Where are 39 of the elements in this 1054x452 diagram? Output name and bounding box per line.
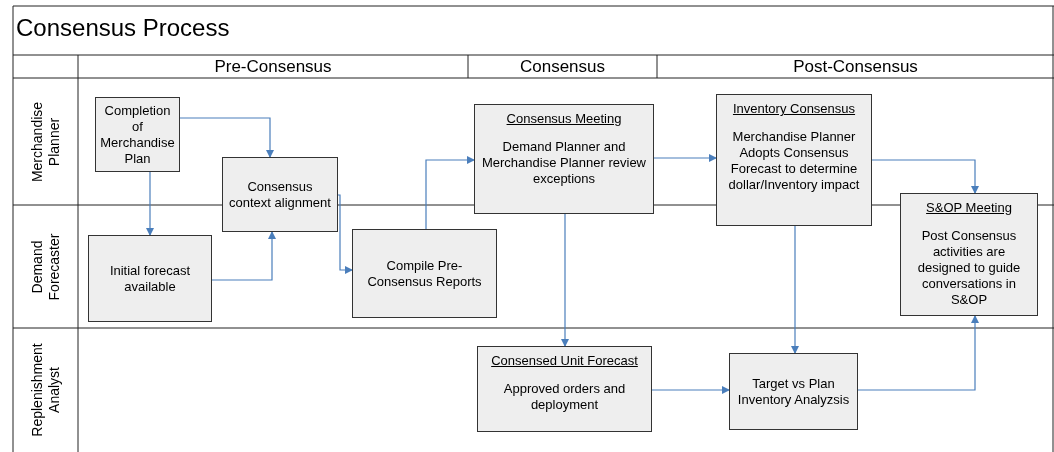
arrow bbox=[337, 194, 353, 274]
arrow bbox=[871, 159, 979, 194]
arrow bbox=[179, 117, 274, 158]
arrow bbox=[146, 171, 154, 236]
process-box bbox=[222, 157, 338, 232]
box-heading: S&OP Meeting bbox=[926, 200, 1012, 216]
process-box bbox=[716, 94, 872, 226]
process-box bbox=[474, 104, 654, 214]
box-text: Approved orders and deployment bbox=[502, 381, 627, 413]
column-header: Pre-Consensus bbox=[213, 57, 333, 77]
process-box bbox=[729, 353, 858, 430]
box-text: Post Consensus activities are designed to guide conversations in S&OP bbox=[916, 228, 1022, 308]
box-text: Merchandise Planner Adopts Consensus Forecast to determine dollar/Inventory impact bbox=[727, 129, 861, 193]
box-text: Compile Pre-Consensus Reports bbox=[366, 257, 483, 290]
box-text: Target vs Plan Inventory Analyzsis bbox=[736, 375, 851, 408]
box-text: Completion of Merchandise Plan bbox=[100, 102, 175, 167]
process-box bbox=[352, 229, 497, 318]
box-heading: Consensus Meeting bbox=[506, 111, 622, 127]
arrow bbox=[651, 386, 730, 394]
process-box bbox=[900, 193, 1038, 316]
arrow bbox=[211, 231, 276, 281]
lane-label: Demand Forecaster bbox=[29, 233, 63, 300]
arrow bbox=[561, 213, 569, 347]
process-box bbox=[477, 346, 652, 432]
arrow bbox=[425, 156, 475, 230]
box-heading: Consensed Unit Forecast bbox=[491, 353, 638, 369]
process-box bbox=[88, 235, 212, 322]
column-header: Consensus bbox=[518, 57, 607, 77]
box-text: Demand Planner and Merchandise Planner review exceptions bbox=[481, 139, 647, 187]
column-header: Post-Consensus bbox=[792, 57, 919, 77]
arrow bbox=[791, 225, 799, 354]
arrow bbox=[857, 315, 979, 391]
box-text: Consensus context alignment bbox=[228, 178, 332, 211]
lane-label: Replenishment Analyst bbox=[29, 343, 63, 437]
lane-label: Merchandise Planner bbox=[29, 101, 63, 182]
box-text: Initial forecast available bbox=[108, 262, 192, 295]
arrow bbox=[653, 154, 717, 162]
diagram-title: Consensus Process bbox=[16, 14, 230, 42]
box-heading: Inventory Consensus bbox=[732, 101, 856, 117]
